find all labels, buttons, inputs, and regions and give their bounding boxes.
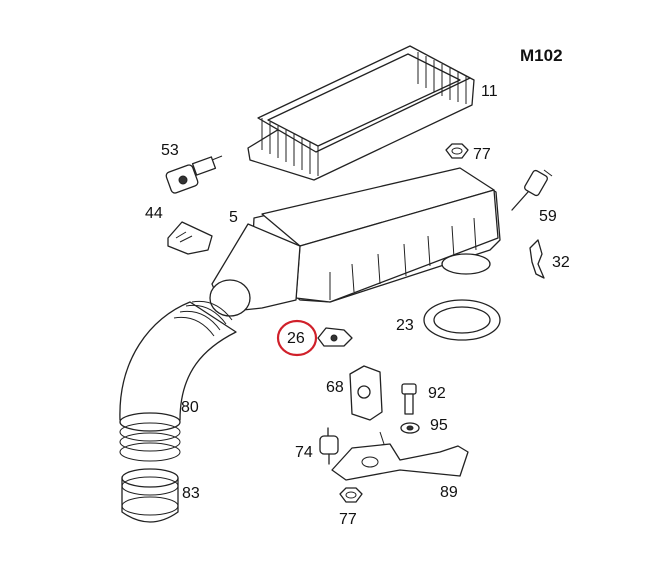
part-label-95[interactable]: 95 bbox=[430, 417, 448, 434]
seal-ring-icon bbox=[423, 299, 501, 341]
part-label-23[interactable]: 23 bbox=[396, 317, 414, 334]
part-label-68[interactable]: 68 bbox=[326, 379, 344, 396]
part-label-11[interactable]: 11 bbox=[481, 83, 498, 100]
part-label-26[interactable]: 26 bbox=[287, 330, 305, 347]
clamp-icon bbox=[317, 327, 353, 347]
part-label-80[interactable]: 80 bbox=[181, 399, 199, 416]
temperature-sensor-icon bbox=[511, 169, 553, 211]
nut-icon bbox=[339, 487, 363, 503]
part-label-44[interactable]: 44 bbox=[145, 205, 163, 222]
washer-icon bbox=[400, 422, 420, 434]
air-filter-element-icon bbox=[247, 45, 475, 181]
sensor-connector-icon bbox=[165, 155, 223, 194]
hose-sleeve-icon bbox=[121, 468, 179, 523]
part-label-77[interactable]: 77 bbox=[339, 511, 357, 528]
label-plate-icon bbox=[167, 221, 213, 255]
rubber-mount-icon bbox=[319, 427, 339, 465]
part-label-32[interactable]: 32 bbox=[552, 254, 570, 271]
nut-icon bbox=[445, 143, 469, 159]
air-filter-housing-icon bbox=[209, 167, 501, 317]
clip-icon bbox=[529, 239, 545, 279]
highlight-circle bbox=[276, 319, 318, 357]
part-label-5[interactable]: 5 bbox=[229, 209, 238, 226]
part-label-77[interactable]: 77 bbox=[473, 146, 491, 163]
support-bracket-icon bbox=[331, 431, 469, 481]
bolt-icon bbox=[401, 383, 417, 415]
part-label-89[interactable]: 89 bbox=[440, 484, 458, 501]
part-label-59[interactable]: 59 bbox=[539, 208, 557, 225]
part-label-83[interactable]: 83 bbox=[182, 485, 200, 502]
intake-hose-icon bbox=[119, 300, 237, 462]
part-label-74[interactable]: 74 bbox=[295, 444, 313, 461]
model-code: M102 bbox=[520, 46, 563, 65]
part-label-92[interactable]: 92 bbox=[428, 385, 446, 402]
part-label-53[interactable]: 53 bbox=[161, 142, 179, 159]
bracket-icon bbox=[349, 365, 383, 421]
